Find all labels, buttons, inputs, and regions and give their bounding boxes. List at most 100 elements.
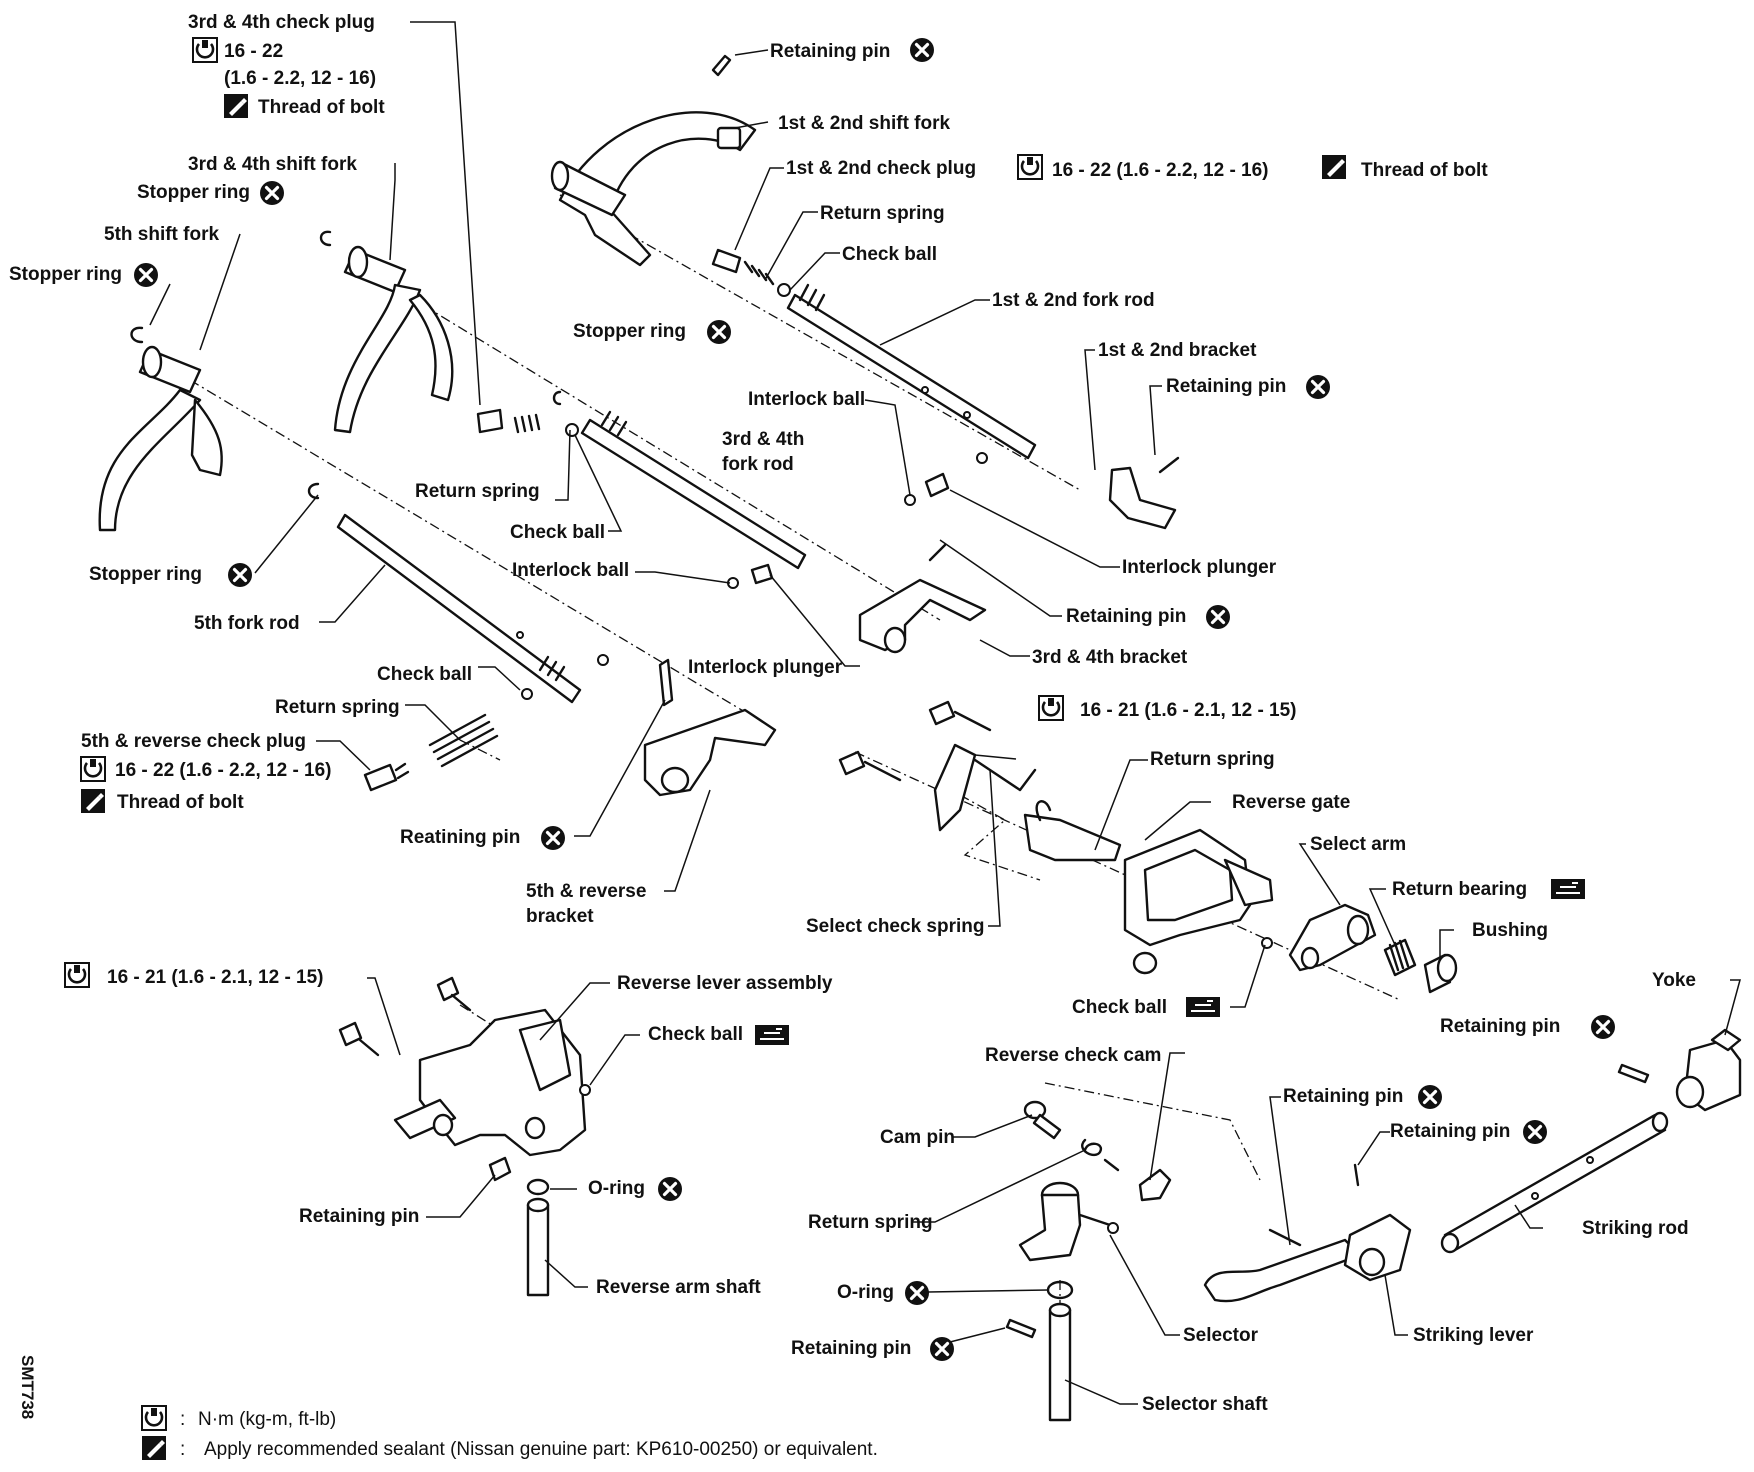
reverse-arm-shaft-label: Reverse arm shaft (596, 1277, 761, 1298)
grease-icon-reverse (754, 1024, 790, 1046)
retaining-pin-yoke-part (1617, 1063, 1650, 1084)
retaining-pin-12bracket-label: Retaining pin (1166, 376, 1286, 397)
cam-pin-label: Cam pin (880, 1127, 955, 1148)
yoke-label: Yoke (1652, 970, 1696, 991)
thread-5r-plug: Thread of bolt (117, 792, 244, 813)
retaining-pin-12fork-part (711, 54, 732, 77)
selector-label: Selector (1183, 1325, 1259, 1346)
legend-colon-2: : (180, 1439, 185, 1460)
return-spring-12-label: Return spring (820, 203, 945, 224)
striking-lever-part (1203, 1163, 1412, 1303)
retaining-pin-12fork-label: Retaining pin (770, 41, 890, 62)
interlock-ball-12-label: Interlock ball (748, 389, 865, 410)
thread-34-plug: Thread of bolt (258, 97, 385, 118)
bracket-12-label: 1st & 2nd bracket (1098, 340, 1257, 361)
bracket-34-label: 3rd & 4th bracket (1032, 647, 1188, 668)
reverse-check-cam-part (1138, 1168, 1172, 1202)
return-bearing-part (1383, 938, 1417, 977)
striking-rod-part (1440, 1111, 1669, 1254)
fork-rod-34-part (580, 410, 807, 570)
replace-icon-stopper-34 (258, 179, 286, 207)
grease-icon-bearing (1550, 878, 1586, 900)
shift-fork-5 (98, 345, 223, 532)
replace-icon-pin-striking-b (1521, 1118, 1549, 1146)
stopper-ring-5-label: Stopper ring (9, 264, 122, 285)
check-ball-5-part (521, 688, 533, 700)
torque-icon-12 (1016, 153, 1044, 181)
check-ball-5-label: Check ball (377, 664, 472, 685)
selector-shaft-part (1048, 1302, 1072, 1422)
check-ball-12-label: Check ball (842, 244, 937, 265)
torque-34-plug-b: (1.6 - 2.2, 12 - 16) (224, 68, 376, 89)
check-ball-34-label: Check ball (510, 522, 605, 543)
check-plug-12-label: 1st & 2nd check plug (786, 158, 976, 179)
interlock-plunger-12-label: Interlock plunger (1122, 557, 1277, 578)
torque-icon-select (1037, 694, 1065, 722)
retaining-pin-reverse-part (488, 1156, 512, 1182)
fork-rod-12-part (786, 283, 1037, 460)
torque-icon-reverse-lever (63, 961, 91, 989)
bracket-5r-label-a: 5th & reverse (526, 881, 646, 902)
replace-icon-pin-34bracket (1204, 603, 1232, 631)
return-spring-select-label: Return spring (1150, 749, 1275, 770)
retaining-pin-5r-label: Reatining pin (400, 827, 520, 848)
stopper-ring-rod5-label: Stopper ring (89, 564, 202, 585)
legend-sealant-text: Apply recommended sealant (Nissan genuin… (204, 1439, 878, 1460)
leader-lines (149, 21, 1741, 1405)
check-plug-34-part (476, 390, 579, 437)
bracket-34-part (858, 543, 987, 654)
replace-icon-stopper-rod5 (226, 561, 254, 589)
legend-torque-units: N·m (kg-m, ft-lb) (198, 1409, 336, 1430)
replace-icon-pin-striking-a (1416, 1083, 1444, 1111)
fork-rod-5-part (336, 513, 582, 704)
bracket-12-part (1108, 456, 1180, 530)
torque-12-plug: 16 - 22 (1.6 - 2.2, 12 - 16) (1052, 160, 1269, 181)
sealant-icon-5r (81, 789, 105, 813)
shift-fork-12 (550, 111, 757, 267)
stopper-ring-5-part (130, 326, 144, 344)
interlock-ball-34-label: Interlock ball (512, 560, 629, 581)
fork-rod-5-label: 5th fork rod (194, 613, 300, 634)
return-bearing-label: Return bearing (1392, 879, 1527, 900)
replace-icon-pin-yoke (1589, 1013, 1617, 1041)
retaining-pin-selector-label: Retaining pin (791, 1338, 911, 1359)
replace-icon-o-ring-selector (903, 1279, 931, 1307)
replace-icon-stopper-5 (132, 261, 160, 289)
striking-rod-label: Striking rod (1582, 1218, 1689, 1239)
thread-12-plug: Thread of bolt (1361, 160, 1488, 181)
select-check-spring-part (933, 743, 1122, 862)
fork-rod-34-label-a: 3rd & 4th (722, 429, 804, 450)
legend-colon-1: : (180, 1409, 185, 1430)
select-arm-part (1288, 903, 1377, 972)
replace-icon-pin-12fork (908, 36, 936, 64)
shift-fork-34 (333, 245, 454, 434)
check-plug-5r-label: 5th & reverse check plug (81, 731, 306, 752)
torque-select-label: 16 - 21 (1.6 - 2.1, 12 - 15) (1080, 700, 1297, 721)
stopper-ring-34-label: Stopper ring (137, 182, 250, 203)
interlock-plunger-34-label: Interlock plunger (688, 657, 843, 678)
bracket-5r-part (643, 658, 777, 797)
replace-icon-pin-5r (539, 824, 567, 852)
bushing-label: Bushing (1472, 920, 1548, 941)
check-plug-12-part (711, 248, 791, 297)
check-ball-gate-label: Check ball (1072, 997, 1167, 1018)
retaining-pin-striking-a-label: Retaining pin (1283, 1086, 1403, 1107)
o-ring-selector-label: O-ring (837, 1282, 894, 1303)
shift-fork-12-label: 1st & 2nd shift fork (778, 113, 951, 134)
select-check-spring-label: Select check spring (806, 916, 984, 937)
reverse-gate-part (1123, 828, 1274, 975)
yoke-part (1675, 1028, 1742, 1112)
replace-icon-pin-selector (928, 1335, 956, 1363)
retaining-pin-reverse-label: Retaining pin (299, 1206, 419, 1227)
reverse-lever-assembly-label: Reverse lever assembly (617, 973, 833, 994)
shift-fork-34-label: 3rd & 4th shift fork (188, 154, 357, 175)
sealant-icon-34 (224, 94, 248, 118)
grease-icon-gate (1185, 996, 1221, 1018)
stopper-ring-rod34-label: Stopper ring (573, 321, 686, 342)
bushing-part (1423, 953, 1458, 994)
return-spring-5-part (428, 713, 499, 768)
retaining-pin-yoke-label: Retaining pin (1440, 1016, 1560, 1037)
torque-5r-plug: 16 - 22 (1.6 - 2.2, 12 - 16) (115, 760, 332, 781)
figure-code: SMT738 (18, 1355, 37, 1419)
